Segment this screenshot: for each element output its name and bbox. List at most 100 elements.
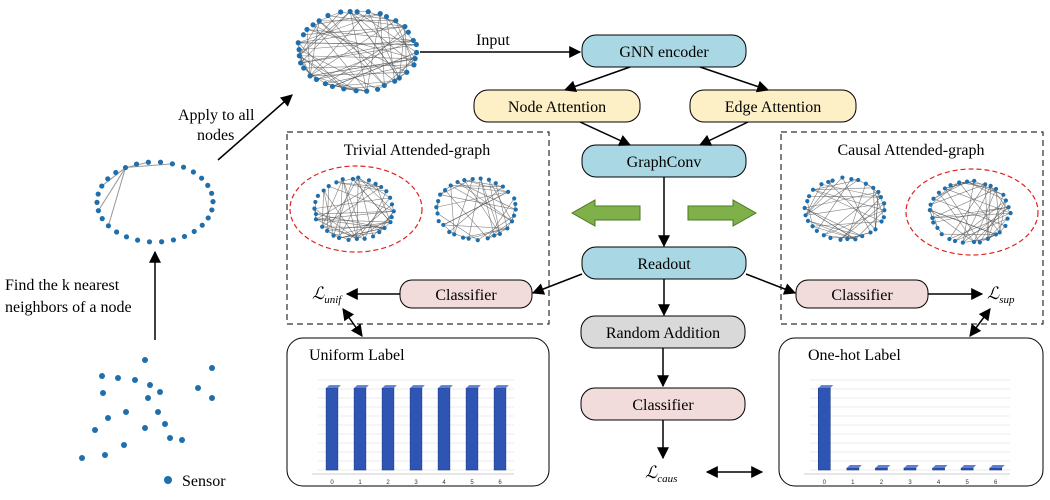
graph-node bbox=[470, 176, 475, 182]
graph-node bbox=[307, 73, 313, 79]
graph-node bbox=[939, 232, 944, 237]
green-arrow-right bbox=[687, 199, 758, 227]
graph-node bbox=[513, 201, 518, 207]
sensor-legend-label: Sensor bbox=[182, 473, 226, 490]
chart-bar bbox=[846, 467, 860, 471]
graph-edge bbox=[349, 11, 415, 66]
graph-edge bbox=[973, 206, 1009, 243]
graph-node bbox=[964, 179, 970, 184]
chart-bar-top bbox=[410, 385, 425, 389]
chart-tick-label: 6 bbox=[994, 480, 998, 486]
graph-node bbox=[952, 238, 958, 244]
chart-bar bbox=[875, 467, 888, 471]
graph-node bbox=[805, 199, 810, 204]
graph-node bbox=[930, 215, 935, 221]
apply-label-line1: Apply to all bbox=[178, 107, 255, 124]
graph-node bbox=[389, 215, 394, 220]
graph-edge bbox=[443, 191, 509, 226]
graph-edge bbox=[357, 177, 374, 237]
knn-node bbox=[157, 159, 164, 165]
knn-node bbox=[205, 215, 211, 221]
graph-node bbox=[1003, 198, 1008, 203]
sensor-point bbox=[162, 421, 168, 427]
graph-edge bbox=[349, 11, 400, 79]
knn-node bbox=[105, 176, 111, 182]
graph-edge bbox=[962, 185, 991, 243]
graph-edge bbox=[457, 181, 513, 222]
sensor-point bbox=[209, 365, 215, 371]
graph-edge bbox=[303, 26, 405, 36]
causal-graph-other bbox=[802, 175, 887, 242]
graph-edge bbox=[450, 185, 509, 193]
graph-edge bbox=[321, 190, 324, 227]
graph-edge bbox=[306, 29, 311, 76]
green-arrow-left bbox=[570, 199, 641, 227]
graph-edge bbox=[356, 197, 391, 240]
knn-edge bbox=[107, 167, 127, 226]
loss-caus: ℒcaus bbox=[645, 463, 677, 485]
graph-node bbox=[485, 236, 490, 241]
graph-node bbox=[313, 217, 319, 222]
graph-edge bbox=[364, 191, 387, 239]
graph-edge bbox=[323, 190, 358, 240]
graph-node bbox=[881, 215, 886, 220]
graph-node bbox=[321, 188, 326, 193]
chart-bar bbox=[817, 387, 831, 471]
arrow-node-graphconv bbox=[579, 121, 632, 146]
chart-bar bbox=[325, 387, 339, 471]
graph-node bbox=[462, 178, 467, 183]
knn-node bbox=[199, 222, 205, 228]
sensor-point bbox=[142, 425, 148, 431]
graph-edge bbox=[299, 20, 320, 56]
graph-node bbox=[320, 224, 325, 229]
graph-node bbox=[295, 40, 301, 46]
classifier-left-label: Classifier bbox=[435, 287, 497, 304]
graph-edge bbox=[298, 42, 417, 45]
sensor-point bbox=[123, 409, 129, 415]
graph-node bbox=[936, 190, 942, 195]
graph-node bbox=[384, 189, 389, 194]
knn-node bbox=[113, 229, 120, 235]
knn-node bbox=[159, 239, 165, 245]
chart-bar-top bbox=[466, 385, 481, 389]
knn-node bbox=[122, 164, 129, 171]
graph-edge bbox=[443, 224, 455, 235]
graph-edge bbox=[823, 191, 879, 236]
graph-node bbox=[997, 230, 1002, 235]
graph-node bbox=[972, 178, 977, 184]
graph-node bbox=[828, 235, 833, 241]
graph-node bbox=[382, 225, 387, 231]
graph-edge bbox=[327, 221, 391, 232]
graph-node bbox=[830, 178, 835, 183]
graph-node bbox=[296, 53, 302, 59]
chart-tick-label: 1 bbox=[851, 480, 855, 486]
knn-node bbox=[123, 234, 130, 240]
graph-edge bbox=[944, 188, 981, 243]
graph-edge bbox=[375, 183, 391, 223]
graph-node bbox=[1003, 223, 1008, 229]
graph-node bbox=[971, 239, 977, 245]
graph-node bbox=[379, 184, 384, 190]
graph-node bbox=[840, 175, 845, 180]
graph-node bbox=[388, 195, 393, 200]
graph-edge bbox=[306, 29, 416, 59]
graph-edge bbox=[386, 16, 416, 59]
graph-edge bbox=[328, 185, 394, 212]
graph-edge bbox=[823, 209, 885, 236]
knn-edge bbox=[125, 163, 173, 169]
graph-edge bbox=[313, 13, 381, 26]
knn-node bbox=[145, 159, 151, 165]
uniform-label-title: Uniform Label bbox=[309, 347, 405, 364]
graph-edge bbox=[949, 212, 1011, 240]
graph-node bbox=[1001, 192, 1006, 197]
graph-node bbox=[366, 178, 372, 183]
graph-node bbox=[960, 240, 965, 245]
knn-edge bbox=[97, 167, 126, 211]
graph-node bbox=[350, 176, 355, 182]
trivial-graph-other bbox=[434, 176, 518, 243]
graph-node bbox=[882, 208, 887, 213]
sensor-point bbox=[142, 357, 148, 363]
chart-tick-label: 6 bbox=[498, 480, 502, 486]
chart-bar bbox=[353, 387, 367, 471]
